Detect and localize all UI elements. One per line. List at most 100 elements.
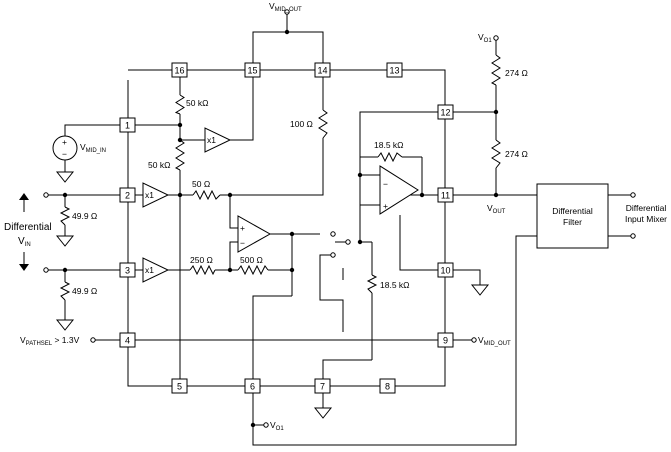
schematic-element — [493, 192, 499, 198]
schematic-element — [314, 62, 331, 78]
schematic-element: O1 — [484, 38, 493, 44]
schematic-element — [252, 235, 537, 446]
schematic-element: MID_OUT — [275, 7, 302, 13]
schematic-element: MID_IN — [86, 148, 106, 154]
differential-filter-block — [536, 183, 609, 249]
label-500: 500 Ω — [240, 255, 263, 265]
schematic-element — [119, 332, 136, 348]
schematic-element — [171, 378, 188, 394]
resistor-50k-top — [174, 94, 185, 115]
schematic-element — [314, 378, 331, 394]
source-minus: − — [62, 149, 67, 159]
schematic-element — [399, 215, 438, 271]
schematic-element — [419, 192, 425, 198]
schematic-element — [43, 267, 49, 273]
schematic-element: MID_OUT — [484, 341, 511, 347]
schematic-element — [263, 422, 269, 428]
schematic-element — [230, 77, 254, 141]
buffer-labels: x1 x1 x1 — [145, 135, 216, 275]
pin-13: 13 — [389, 66, 399, 76]
schematic-element — [119, 187, 136, 203]
pin-14: 14 — [317, 66, 327, 76]
net-vo1-top: VO1 — [478, 32, 492, 44]
resistor-274-bot — [491, 139, 501, 169]
schematic-element — [386, 62, 403, 78]
resistor-500 — [237, 264, 269, 276]
pin-3: 3 — [125, 266, 130, 276]
pin-6: 6 — [250, 382, 255, 392]
opamp-signs: + − − + — [240, 179, 388, 248]
resistor-18k5-low — [366, 274, 378, 294]
pin-boxes — [119, 62, 454, 394]
label-274-top: 274 Ω — [505, 68, 528, 78]
schematic-element — [284, 29, 290, 35]
net-labels: VMID_OUT VMID_IN VO1 VOUT VPATHSEL > 1.3… — [20, 1, 511, 432]
pin-1: 1 — [125, 121, 130, 131]
net-vout: VOUT — [487, 203, 506, 215]
schematic-element — [43, 192, 49, 198]
pin-7: 7 — [320, 382, 325, 392]
schematic-element — [437, 332, 454, 348]
schematic-element: V — [478, 32, 484, 42]
differential-label: Differential — [4, 222, 52, 233]
schematic-element: V — [20, 335, 26, 345]
schematic-element — [62, 192, 68, 198]
schematic-element — [319, 254, 344, 332]
net-vmid-out-top: VMID_OUT — [269, 1, 302, 13]
schematic-element — [437, 262, 454, 278]
wires — [48, 13, 631, 446]
net-vpathsel: VPATHSEL > 1.3V — [20, 335, 80, 347]
label-49-9-top: 49.9 Ω — [72, 211, 97, 221]
schematic-element — [229, 241, 238, 270]
schematic-element — [250, 422, 256, 428]
pin-5: 5 — [177, 382, 182, 392]
buffer-in3 — [142, 257, 170, 283]
schematic-element: PATHSEL — [26, 341, 53, 347]
schematic-element: V — [487, 203, 493, 213]
schematic-element — [493, 109, 499, 115]
diff-opamp-minus: − — [240, 238, 245, 248]
resistor-250 — [189, 264, 216, 276]
label-274-bot: 274 Ω — [505, 149, 528, 159]
mixer-label-1: Differential — [626, 203, 667, 213]
vin-label: VIN — [18, 236, 31, 248]
out-opamp-plus: + — [383, 201, 388, 211]
schematic-element — [359, 111, 438, 176]
schematic-element — [630, 192, 636, 198]
pin-8: 8 — [385, 382, 390, 392]
net-vmid-out-right: VMID_OUT — [478, 335, 511, 347]
source-plus: + — [62, 137, 67, 147]
label-50k-mid: 50 kΩ — [148, 160, 170, 170]
schematic-element — [357, 239, 363, 245]
schematic-element — [452, 269, 481, 285]
schematic-element — [229, 195, 238, 229]
pin-15: 15 — [247, 66, 257, 76]
schematic-element — [493, 35, 499, 41]
buffer-top-label: x1 — [207, 135, 216, 145]
schematic-element — [471, 337, 477, 343]
schematic-element: V — [18, 236, 25, 247]
schematic-element — [289, 231, 295, 237]
schematic-element — [119, 262, 136, 278]
differential-input-label: Differential VIN — [4, 222, 52, 248]
schematic-element — [177, 192, 183, 198]
schematic-element — [177, 122, 183, 128]
label-50: 50 Ω — [192, 179, 210, 189]
ground-icon — [55, 319, 75, 331]
schematic-element — [244, 378, 261, 394]
schematic-element — [630, 233, 636, 239]
terminals — [43, 9, 636, 428]
pin-11: 11 — [441, 191, 450, 201]
label-49-9-bot: 49.9 Ω — [72, 286, 97, 296]
schematic-element: V — [269, 1, 275, 11]
schematic-element — [252, 295, 292, 379]
schematic-element — [330, 231, 336, 237]
label-100: 100 Ω — [290, 119, 313, 129]
pin-16: 16 — [174, 66, 184, 76]
schematic-element — [119, 117, 136, 133]
schematic-element: > 1.3V — [52, 335, 80, 345]
schematic-element — [379, 378, 396, 394]
filter-label-1: Differential — [552, 206, 593, 216]
ground-icon — [313, 407, 333, 419]
